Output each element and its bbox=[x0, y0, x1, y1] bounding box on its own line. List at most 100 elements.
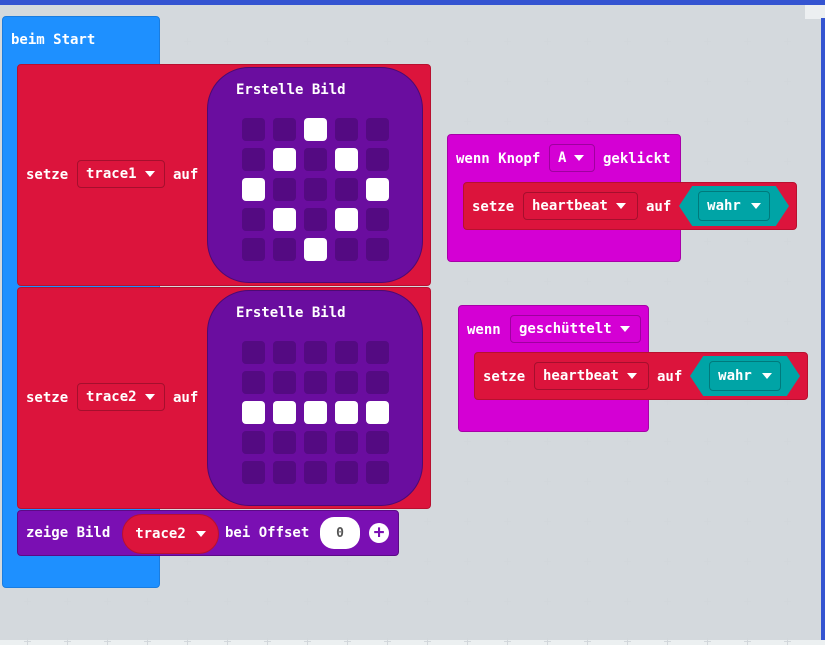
led-4-4[interactable] bbox=[366, 238, 389, 261]
led-1-3[interactable] bbox=[335, 148, 358, 171]
variable-dropdown-trace1[interactable]: trace1 bbox=[77, 160, 165, 188]
set-heartbeat-block-2[interactable]: setze heartbeat auf wahr bbox=[474, 352, 808, 400]
led-2-0[interactable] bbox=[242, 178, 265, 201]
led-3-2[interactable] bbox=[304, 208, 327, 231]
led-1-1[interactable] bbox=[273, 371, 296, 394]
led-3-4[interactable] bbox=[366, 208, 389, 231]
grid-mark bbox=[784, 438, 791, 445]
led-3-0[interactable] bbox=[242, 208, 265, 231]
grid-mark bbox=[504, 118, 511, 125]
led-0-1[interactable] bbox=[273, 341, 296, 364]
grid-mark bbox=[424, 558, 431, 565]
led-2-3[interactable] bbox=[335, 178, 358, 201]
led-4-1[interactable] bbox=[273, 461, 296, 484]
variable-name: trace2 bbox=[86, 389, 137, 405]
led-0-3[interactable] bbox=[335, 118, 358, 141]
led-2-3[interactable] bbox=[335, 401, 358, 424]
led-2-4[interactable] bbox=[366, 178, 389, 201]
grid-mark bbox=[704, 278, 711, 285]
button-dropdown[interactable]: A bbox=[549, 144, 595, 172]
led-4-2[interactable] bbox=[304, 238, 327, 261]
led-1-4[interactable] bbox=[366, 371, 389, 394]
led-0-4[interactable] bbox=[366, 118, 389, 141]
led-4-3[interactable] bbox=[335, 238, 358, 261]
boolean-value: wahr bbox=[718, 368, 752, 384]
led-4-1[interactable] bbox=[273, 238, 296, 261]
grid-mark bbox=[544, 78, 551, 85]
led-0-4[interactable] bbox=[366, 341, 389, 364]
grid-mark bbox=[584, 558, 591, 565]
grid-mark bbox=[704, 558, 711, 565]
led-0-2[interactable] bbox=[304, 341, 327, 364]
grid-mark bbox=[704, 238, 711, 245]
led-2-4[interactable] bbox=[366, 401, 389, 424]
grid-mark bbox=[624, 598, 631, 605]
image-block-trace2[interactable]: Erstelle Bild bbox=[207, 290, 423, 506]
led-2-2[interactable] bbox=[304, 401, 327, 424]
grid-mark bbox=[744, 318, 751, 325]
led-3-3[interactable] bbox=[335, 208, 358, 231]
led-4-4[interactable] bbox=[366, 461, 389, 484]
grid-mark bbox=[184, 38, 191, 45]
led-3-1[interactable] bbox=[273, 208, 296, 231]
led-4-0[interactable] bbox=[242, 461, 265, 484]
led-1-0[interactable] bbox=[242, 148, 265, 171]
led-3-4[interactable] bbox=[366, 431, 389, 454]
grid-mark bbox=[144, 598, 151, 605]
led-4-0[interactable] bbox=[242, 238, 265, 261]
led-2-2[interactable] bbox=[304, 178, 327, 201]
set-trace2-block[interactable]: setze trace2 auf Erstelle Bild bbox=[17, 287, 431, 509]
grid-mark bbox=[224, 38, 231, 45]
led-0-0[interactable] bbox=[242, 118, 265, 141]
led-4-3[interactable] bbox=[335, 461, 358, 484]
gesture-dropdown[interactable]: geschüttelt bbox=[510, 315, 641, 343]
led-1-4[interactable] bbox=[366, 148, 389, 171]
led-3-1[interactable] bbox=[273, 431, 296, 454]
led-1-1[interactable] bbox=[273, 148, 296, 171]
grid-mark bbox=[744, 38, 751, 45]
grid-mark bbox=[424, 638, 431, 645]
grid-mark bbox=[784, 638, 791, 645]
led-1-2[interactable] bbox=[304, 371, 327, 394]
set-trace1-block[interactable]: setze trace1 auf Erstelle Bild bbox=[17, 64, 431, 286]
grid-mark bbox=[464, 38, 471, 45]
led-0-3[interactable] bbox=[335, 341, 358, 364]
led-2-1[interactable] bbox=[273, 178, 296, 201]
boolean-block[interactable]: wahr bbox=[679, 186, 789, 226]
grid-mark bbox=[424, 598, 431, 605]
boolean-block[interactable]: wahr bbox=[690, 356, 800, 396]
led-0-0[interactable] bbox=[242, 341, 265, 364]
led-0-2[interactable] bbox=[304, 118, 327, 141]
variable-name: heartbeat bbox=[532, 198, 608, 214]
offset-input[interactable]: 0 bbox=[320, 517, 360, 549]
led-4-2[interactable] bbox=[304, 461, 327, 484]
led-3-3[interactable] bbox=[335, 431, 358, 454]
led-1-2[interactable] bbox=[304, 148, 327, 171]
plus-icon[interactable]: + bbox=[369, 523, 389, 543]
led-0-1[interactable] bbox=[273, 118, 296, 141]
image-variable-dropdown[interactable]: trace2 bbox=[122, 514, 219, 554]
grid-mark bbox=[664, 598, 671, 605]
variable-dropdown-heartbeat[interactable]: heartbeat bbox=[534, 362, 649, 390]
led-2-1[interactable] bbox=[273, 401, 296, 424]
grid-mark bbox=[704, 518, 711, 525]
chevron-down-icon bbox=[195, 531, 206, 537]
led-1-3[interactable] bbox=[335, 371, 358, 394]
variable-dropdown-trace2[interactable]: trace2 bbox=[77, 383, 165, 411]
grid-mark bbox=[784, 598, 791, 605]
boolean-dropdown[interactable]: wahr bbox=[709, 361, 781, 391]
set-heartbeat-block-1[interactable]: setze heartbeat auf wahr bbox=[463, 182, 797, 230]
boolean-dropdown[interactable]: wahr bbox=[698, 191, 770, 221]
grid-mark bbox=[184, 558, 191, 565]
show-image-block[interactable]: zeige Bild trace2 bei Offset 0 + bbox=[17, 510, 399, 556]
led-2-0[interactable] bbox=[242, 401, 265, 424]
on-start-label: beim Start bbox=[11, 32, 96, 48]
grid-mark bbox=[664, 438, 671, 445]
variable-dropdown-heartbeat[interactable]: heartbeat bbox=[523, 192, 638, 220]
workspace-scrollbar[interactable] bbox=[821, 18, 825, 640]
grid-mark bbox=[64, 638, 71, 645]
image-block-trace1[interactable]: Erstelle Bild bbox=[207, 67, 423, 283]
led-3-0[interactable] bbox=[242, 431, 265, 454]
led-1-0[interactable] bbox=[242, 371, 265, 394]
led-3-2[interactable] bbox=[304, 431, 327, 454]
